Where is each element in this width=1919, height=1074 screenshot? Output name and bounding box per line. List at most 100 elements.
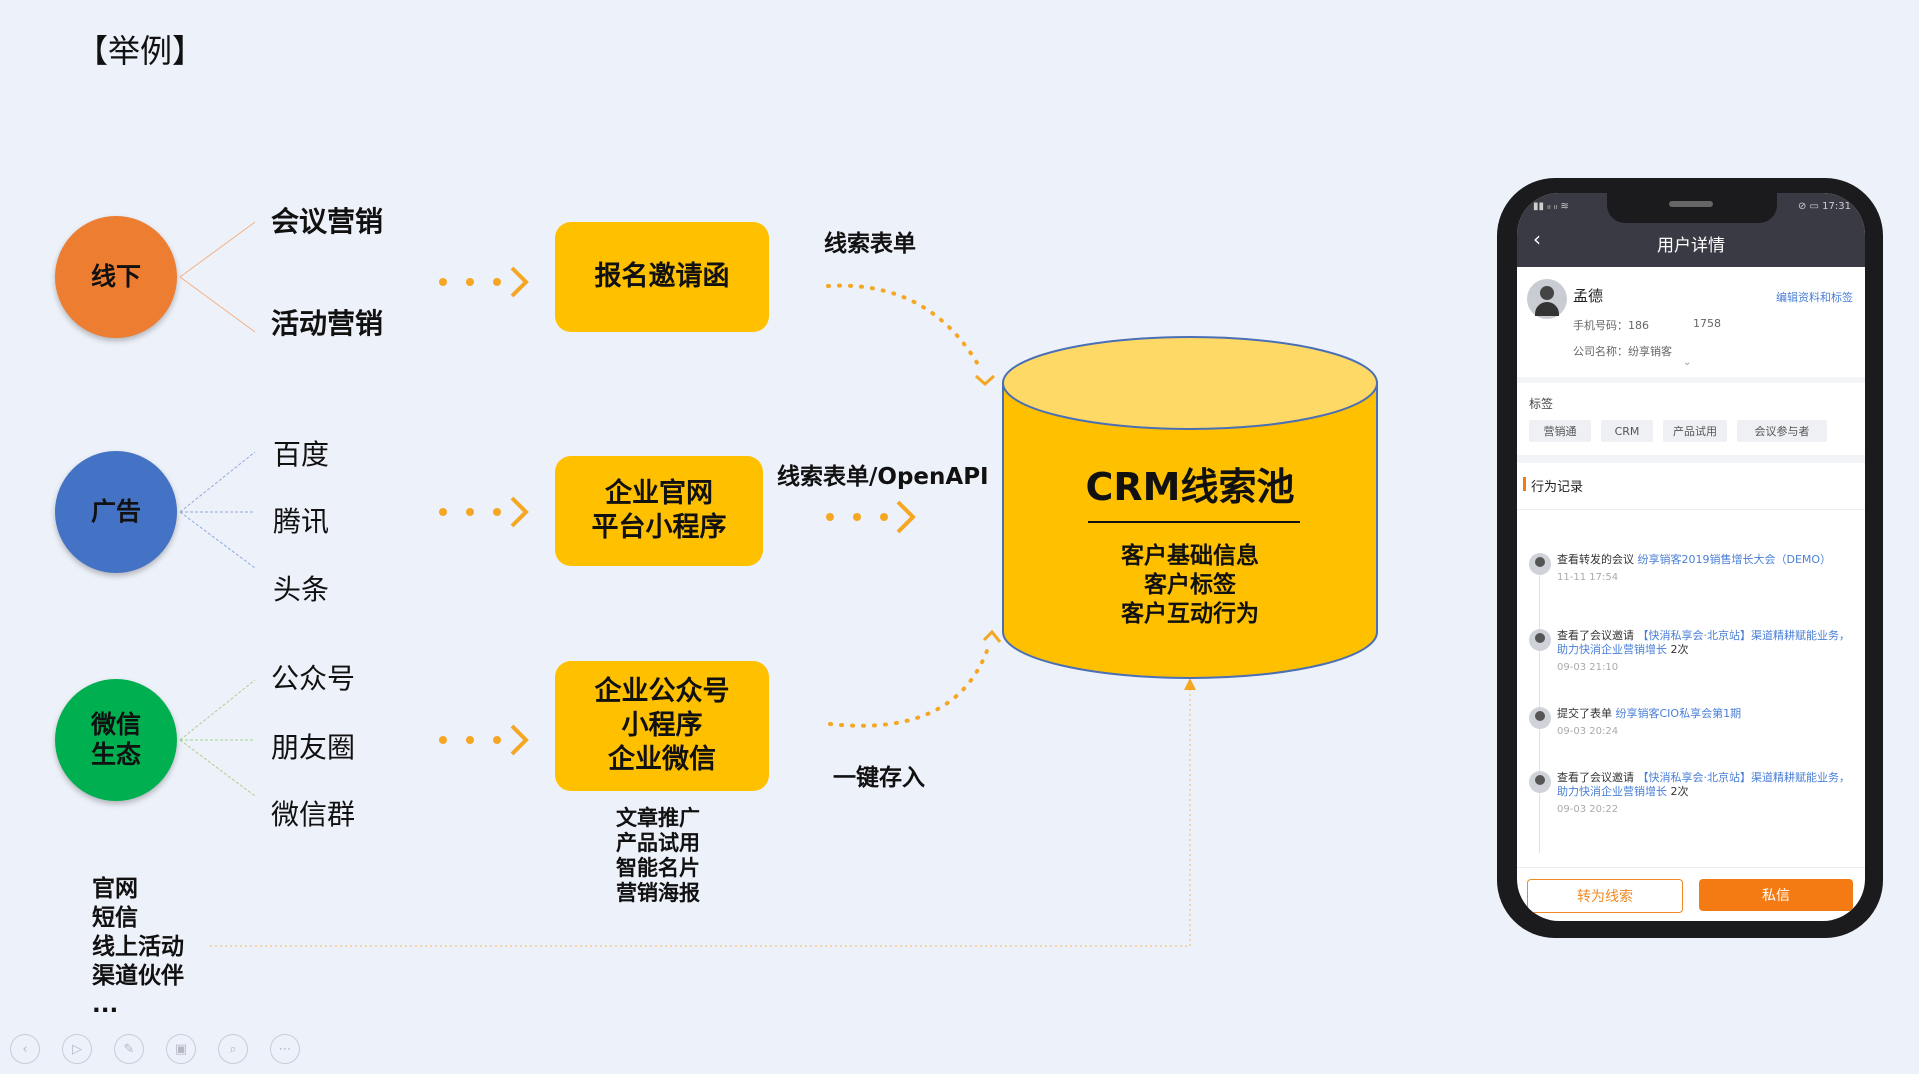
arrow-middle-dots (826, 513, 888, 521)
flow-label-form: 线索表单 (824, 231, 916, 257)
record-avatar (1529, 553, 1551, 575)
channel-offline-label: 线下 (90, 262, 141, 291)
phone-page-title: 用户详情 (1657, 236, 1725, 256)
crm-basic-info: 客户基础信息 (1121, 543, 1259, 569)
feature-smart-card: 智能名片 (616, 856, 700, 880)
tag-crm: CRM (1601, 420, 1653, 442)
user-company: 公司名称：纷享销客 (1573, 345, 1672, 358)
arrow-top-curve (826, 283, 982, 370)
other-sources-list: 官网 短信 线上活动 渠道伙伴 ... (92, 875, 184, 1020)
user-phone-label: 手机号码：186 (1573, 319, 1649, 332)
other-source-ellipsis: ... (92, 992, 119, 1018)
divider (1517, 455, 1865, 463)
source-moments: 朋友圈 (271, 731, 356, 764)
feature-marketing-poster: 营销海报 (616, 881, 700, 905)
record-item[interactable]: 提交了表单 纷享销客CIO私享会第1期 09-03 20:24 (1557, 707, 1853, 739)
record-extra: 2次 (1670, 643, 1689, 656)
source-meeting-marketing: 会议营销 (271, 205, 384, 238)
convert-to-lead-button[interactable]: 转为线索 (1527, 879, 1683, 913)
record-link[interactable]: 【快消私享会·北京站】渠道精耕赋能业务，助力快消企业营销增长 (1557, 771, 1850, 798)
arrow-head-3 (510, 724, 529, 756)
arrow-head-2 (510, 496, 529, 528)
records-title: 行为记录 (1531, 480, 1584, 495)
other-sources-line (210, 685, 1191, 947)
channel-offline-circle: 线下 (55, 216, 177, 338)
crm-tags: 客户标签 (1144, 572, 1236, 598)
record-action: 查看了会议邀请 (1557, 771, 1634, 784)
phone-notch (1607, 193, 1777, 223)
other-source-channel-partners: 渠道伙伴 (92, 963, 184, 989)
record-time: 09-03 20:24 (1557, 726, 1619, 737)
box-wechat-platforms-text: 企业公众号 小程序 企业微信 (594, 676, 730, 775)
arrow-middle-head (896, 500, 916, 534)
crm-contents: 客户基础信息 客户标签 客户互动行为 (1003, 542, 1377, 629)
other-sources-arrowhead (1184, 678, 1196, 690)
feature-article-promotion: 文章推广 (616, 806, 700, 830)
other-source-sms: 短信 (92, 905, 138, 931)
arrow-bottom-curve (828, 640, 992, 728)
record-action: 查看转发的会议 (1557, 553, 1634, 566)
record-avatar (1529, 771, 1551, 793)
back-icon[interactable]: ‹ (10, 1034, 40, 1064)
wechat-features-list: 文章推广 产品试用 智能名片 营销海报 (616, 806, 700, 906)
record-time: 09-03 21:10 (1557, 662, 1619, 673)
box-signup-invitation-text: 报名邀请函 (594, 261, 730, 292)
other-source-website: 官网 (92, 876, 138, 902)
tag-meeting-attendee: 会议参与者 (1737, 420, 1827, 442)
edit-profile-link[interactable]: 编辑资料和标签 (1776, 291, 1853, 304)
flow-label-one-click-save: 一键存入 (833, 765, 925, 791)
zoom-icon[interactable]: ⌕ (218, 1034, 248, 1064)
arrow-top-curve-head (975, 374, 995, 387)
record-link[interactable]: 纷享销客2019销售增长大会（DEMO） (1637, 553, 1832, 566)
source-toutiao: 头条 (273, 573, 330, 606)
box-wechat-platforms: 企业公众号 小程序 企业微信 (555, 661, 769, 791)
divider (1517, 509, 1865, 510)
user-name: 孟德 (1573, 287, 1604, 305)
record-time: 09-03 20:22 (1557, 804, 1619, 815)
status-bar-right: ⊘ ▭ 17:31 (1797, 201, 1851, 212)
status-bar-left: ▮▮ ᵢₗ ᵢₗ ≋ (1533, 201, 1569, 212)
offline-branch-lines (179, 221, 256, 333)
arrow-to-box-2 (439, 508, 501, 516)
flow-label-form-openapi: 线索表单/OpenAPI (777, 464, 989, 490)
source-tencent: 腾讯 (273, 505, 330, 538)
tags-title: 标签 (1529, 397, 1554, 411)
arrow-bottom-curve-head (982, 629, 1002, 643)
record-link[interactable]: 纷享销客CIO私享会第1期 (1615, 707, 1742, 720)
phone-screen: ▮▮ ᵢₗ ᵢₗ ≋ ⊘ ▭ 17:31 ‹ 用户详情 孟德 编辑资料和标签 手… (1517, 193, 1865, 921)
channel-wechat-label: 微信生态 (90, 710, 141, 769)
record-link[interactable]: 【快消私享会·北京站】渠道精耕赋能业务，助力快消企业营销增长 (1557, 629, 1850, 656)
divider (1517, 377, 1865, 383)
private-message-button[interactable]: 私信 (1699, 879, 1853, 911)
ad-branch-lines (179, 451, 256, 569)
source-baidu: 百度 (273, 438, 330, 471)
record-item[interactable]: 查看了会议邀请 【快消私享会·北京站】渠道精耕赋能业务，助力快消企业营销增长 2… (1557, 771, 1853, 817)
screen-icon[interactable]: ▣ (166, 1034, 196, 1064)
record-time: 11-11 17:54 (1557, 572, 1619, 583)
back-icon[interactable]: ‹ (1533, 227, 1541, 251)
expand-chevron-icon[interactable]: ⌄ (1683, 357, 1692, 368)
box-website-miniprogram-text: 企业官网 平台小程序 (591, 478, 727, 543)
tag-product-trial: 产品试用 (1663, 420, 1727, 442)
divider (1517, 867, 1865, 868)
feature-product-trial: 产品试用 (616, 831, 700, 855)
pen-icon[interactable]: ✎ (114, 1034, 144, 1064)
record-item[interactable]: 查看转发的会议 纷享销客2019销售增长大会（DEMO） 11-11 17:54 (1557, 553, 1853, 585)
source-event-marketing: 活动营销 (271, 307, 384, 340)
record-item[interactable]: 查看了会议邀请 【快消私享会·北京站】渠道精耕赋能业务，助力快消企业营销增长 2… (1557, 629, 1853, 675)
arrow-head-1 (510, 266, 529, 298)
source-wechat-group: 微信群 (271, 798, 356, 831)
other-source-online-events: 线上活动 (92, 934, 184, 960)
record-avatar (1529, 707, 1551, 729)
record-action: 提交了表单 (1557, 707, 1612, 720)
user-phone-tail: 1758 (1693, 317, 1721, 330)
crm-cylinder (1002, 336, 1378, 679)
timeline-line (1539, 553, 1540, 853)
play-icon[interactable]: ▷ (62, 1034, 92, 1064)
box-website-miniprogram: 企业官网 平台小程序 (555, 456, 763, 566)
more-icon[interactable]: ⋯ (270, 1034, 300, 1064)
wechat-branch-lines (179, 679, 256, 797)
crm-interactions: 客户互动行为 (1121, 601, 1259, 627)
